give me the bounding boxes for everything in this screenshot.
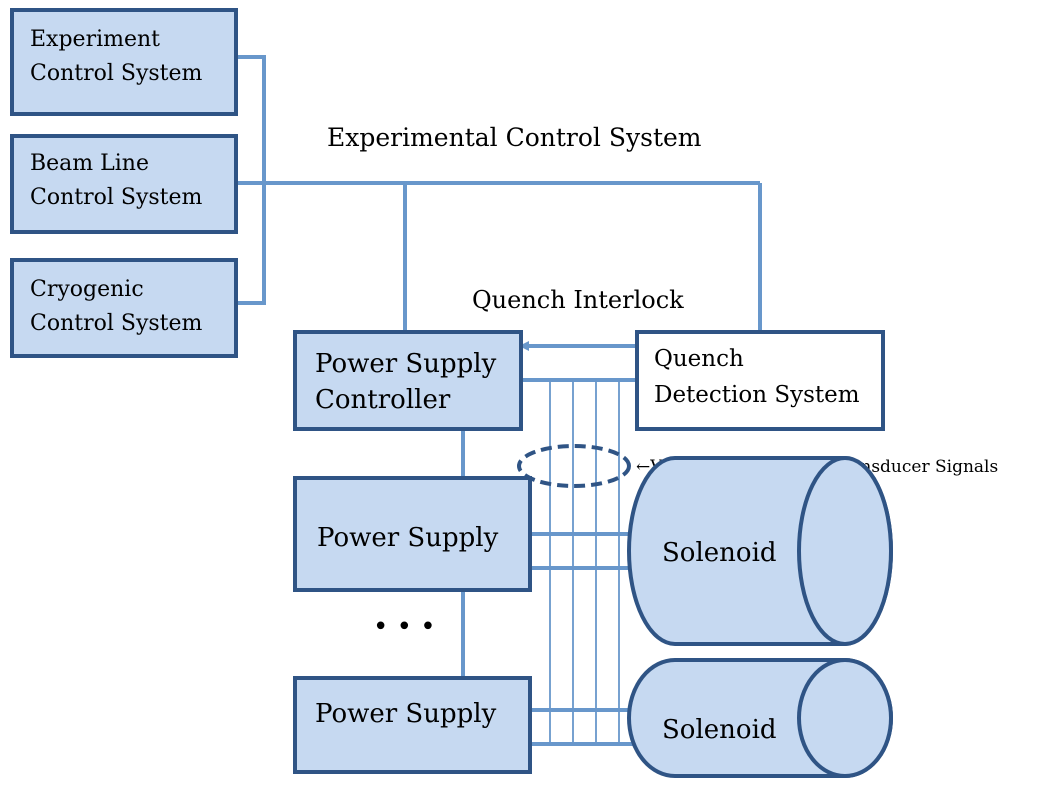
- cryogenic-control-label-line1: Cryogenic: [30, 277, 144, 302]
- power-supply-box[interactable]: Power Supply: [293, 676, 532, 774]
- beam-line-control-label-line2: Control System: [30, 185, 203, 210]
- solenoid-label: Solenoid: [662, 715, 777, 745]
- left-bus-line: [236, 55, 266, 305]
- transducer-arrow-icon: ←: [636, 457, 650, 477]
- beam-line-control-label-line1: Beam Line: [30, 151, 149, 176]
- cryogenic-control-box[interactable]: Cryogenic Control System: [10, 258, 238, 358]
- power-supply-controller-label-line2: Controller: [315, 385, 451, 415]
- connector-lines: [236, 55, 762, 746]
- power-supply-box[interactable]: Power Supply: [293, 476, 532, 592]
- power-supply-controller-box[interactable]: Power Supply Controller: [293, 330, 523, 431]
- quench-detection-label-line1: Quench: [654, 346, 744, 372]
- quench-detection-box[interactable]: Quench Detection System: [635, 330, 885, 431]
- experiment-control-box[interactable]: Experiment Control System: [10, 8, 238, 116]
- solenoid-cylinder[interactable]: Solenoid: [627, 658, 893, 778]
- experimental-control-system-label: Experimental Control System: [327, 123, 702, 152]
- ellipsis-left: • • •: [373, 612, 436, 642]
- experiment-control-label-line1: Experiment: [30, 27, 160, 52]
- cryogenic-control-label-line2: Control System: [30, 311, 203, 336]
- beam-line-control-box[interactable]: Beam Line Control System: [10, 134, 238, 234]
- power-supply-controller-label-line1: Power Supply: [315, 349, 497, 379]
- power-supply-label: Power Supply: [315, 699, 497, 729]
- transducer-signals-ellipse: [517, 444, 631, 488]
- transducer-signal-lines: [549, 380, 620, 745]
- quench-interlock-label: Quench Interlock: [472, 286, 684, 314]
- quench-detection-label-line2: Detection System: [654, 382, 860, 408]
- solenoid-cylinder[interactable]: Solenoid: [627, 456, 893, 646]
- solenoid-label: Solenoid: [662, 538, 777, 568]
- power-supply-label: Power Supply: [317, 523, 499, 553]
- experiment-control-label-line2: Control System: [30, 61, 203, 86]
